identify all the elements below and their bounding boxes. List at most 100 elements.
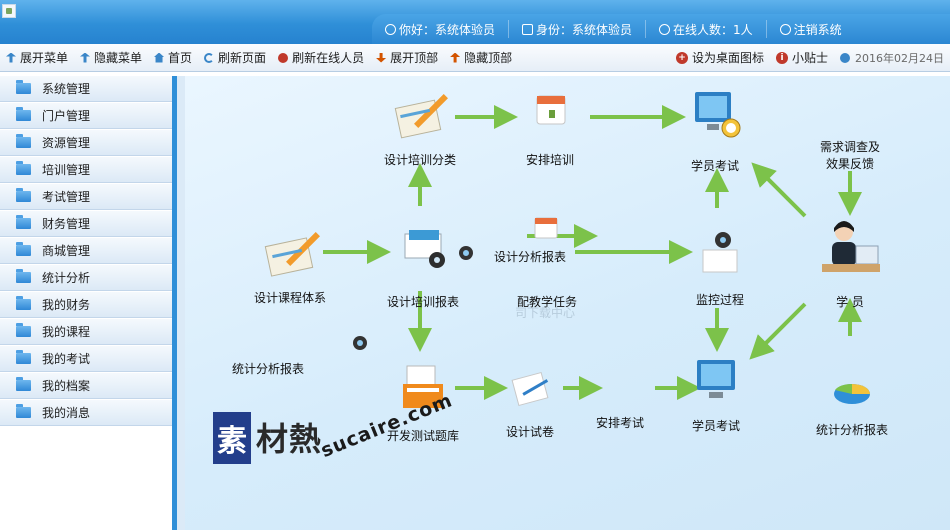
folder-icon [16,107,31,121]
node-design-report[interactable]: 设计培训报表 [373,220,473,310]
ghost-watermark-text: 司下载中心 [515,306,576,320]
home-label: 首页 [168,51,193,65]
sidebar-item-training[interactable]: 培训管理 [0,157,172,183]
webcam-small [349,334,367,355]
folder-icon [16,404,31,418]
pin-icon [6,52,16,63]
expand-menu-button[interactable]: 展开菜单 [0,46,74,70]
refresh-page-button[interactable]: 刷新页面 [198,46,272,70]
sidebar-item-system[interactable]: 系统管理 [0,76,172,102]
node-arrange-training[interactable]: 安排培训 [515,88,585,168]
logout-label: 注销系统 [793,22,842,37]
folder-icon [16,269,31,283]
id-card-icon [522,23,534,35]
tips-button[interactable]: i 小贴士 [770,46,834,70]
node-monitor[interactable]: 监控过程 [685,226,755,308]
hide-top-button[interactable]: 隐藏顶部 [444,46,518,70]
node-design-category[interactable]: 设计培训分类 [375,86,465,168]
online-refresh-icon [278,52,289,63]
info-icon: i [775,51,788,64]
sidebar-item-label: 资源管理 [42,136,91,150]
webcam-icon [353,336,367,350]
toolbar-right: + 设为桌面图标 i 小贴士 2016年02月24日 [670,46,950,70]
logo-image [2,4,16,18]
logout-button[interactable]: 注销系统 [767,20,855,38]
home-icon [154,52,165,63]
webcam-small-2 [455,244,473,265]
arrow-icon [80,52,91,63]
sidebar-item-label: 系统管理 [42,82,91,96]
toolbar: 展开菜单 隐藏菜单 首页 刷新页面 刷新在线人员 展开顶部 隐藏顶部 + 设为桌… [0,44,950,72]
sidebar-item-label: 统计分析 [42,271,91,285]
hide-menu-button[interactable]: 隐藏菜单 [74,46,148,70]
sidebar-item-my-profile[interactable]: 我的档案 [0,373,172,399]
sidebar-shadow [177,76,185,530]
identity-item: 身份：系统体验员 [509,20,647,38]
user-icon [385,23,396,35]
online-count-text: 在线人数：1人 [673,22,753,37]
greeting-item: 你好：系统体验员 [372,20,510,38]
folder-icon [16,161,31,175]
folder-icon [16,134,31,148]
arrow [751,162,807,218]
node-design-course[interactable]: 设计课程体系 [245,222,335,306]
home-button[interactable]: 首页 [148,46,198,70]
sidebar-item-my-courses[interactable]: 我的课程 [0,319,172,345]
sidebar-item-portal[interactable]: 门户管理 [0,103,172,129]
node-stat-report-right[interactable]: 统计分析报表 [807,366,897,438]
sidebar-item-mall[interactable]: 商城管理 [0,238,172,264]
sidebar-item-statistics[interactable]: 统计分析 [0,265,172,291]
pencil-notebook-icon [394,94,448,139]
greeting-text: 你好：系统体验员 [399,22,496,37]
box-documents-icon [403,365,443,408]
calendar-icon [536,95,566,125]
folder-icon [16,350,31,364]
sidebar-item-label: 财务管理 [42,217,91,231]
sidebar-item-my-exams[interactable]: 我的考试 [0,346,172,372]
node-stat-report-left[interactable]: 统计分析报表 [231,362,304,376]
calendar-small-icon [534,217,558,239]
power-icon [779,23,791,35]
workflow-diagram: 设计培训分类 安排培训 学员考试 需求调查及 效果反馈 设计课程体系 [185,76,950,530]
node-design-paper[interactable]: 设计试卷 [495,368,565,440]
node-student-exam-top[interactable]: 学员考试 [680,86,750,174]
tips-label: 小贴士 [791,51,828,65]
refresh-online-button[interactable]: 刷新在线人员 [272,46,370,70]
student-person-icon [822,221,880,272]
sidebar-item-resources[interactable]: 资源管理 [0,130,172,156]
refresh-online-label: 刷新在线人员 [292,51,365,65]
sidebar-item-label: 商城管理 [42,244,91,258]
paper-pen-icon [511,371,549,407]
expand-top-label: 展开顶部 [390,51,439,65]
online-item[interactable]: 在线人数：1人 [646,20,767,38]
pie-chart-icon [834,383,870,404]
node-survey-feedback[interactable]: 需求调查及 效果反馈 [819,140,880,171]
node-design-analysis[interactable]: 设计分析报表 [493,250,566,264]
sidebar-item-exams[interactable]: 考试管理 [0,184,172,210]
sidebar-item-finance[interactable]: 财务管理 [0,211,172,237]
sidebar-item-my-finance[interactable]: 我的财务 [0,292,172,318]
webcam-icon [702,232,738,273]
watermark-box: 素 [213,412,251,464]
set-desktop-button[interactable]: + 设为桌面图标 [670,46,770,70]
node-build-bank[interactable]: 开发测试题库 [373,362,473,444]
node-student[interactable]: 学 员 [805,216,895,310]
sidebar-item-my-messages[interactable]: 我的消息 [0,400,172,426]
folder-icon [16,323,31,337]
set-desktop-label: 设为桌面图标 [691,51,764,65]
folder-icon [16,296,31,310]
sidebar-item-label: 我的财务 [42,298,91,312]
node-assign-task[interactable]: 配教学任务 [507,216,587,310]
refresh-icon [204,52,215,63]
sidebar-splitter[interactable] [172,76,177,530]
arrow [749,302,807,360]
expand-menu-label: 展开菜单 [20,51,69,65]
book-cd-icon [404,230,445,268]
plus-icon: + [675,51,688,64]
expand-top-button[interactable]: 展开顶部 [370,46,444,70]
sidebar-item-label: 考试管理 [42,190,91,204]
monitor-icon [697,360,735,398]
node-arrange-exam[interactable]: 安排考试 [595,416,644,430]
hide-menu-label: 隐藏菜单 [94,51,143,65]
node-student-exam-bottom[interactable]: 学员考试 [681,352,751,434]
